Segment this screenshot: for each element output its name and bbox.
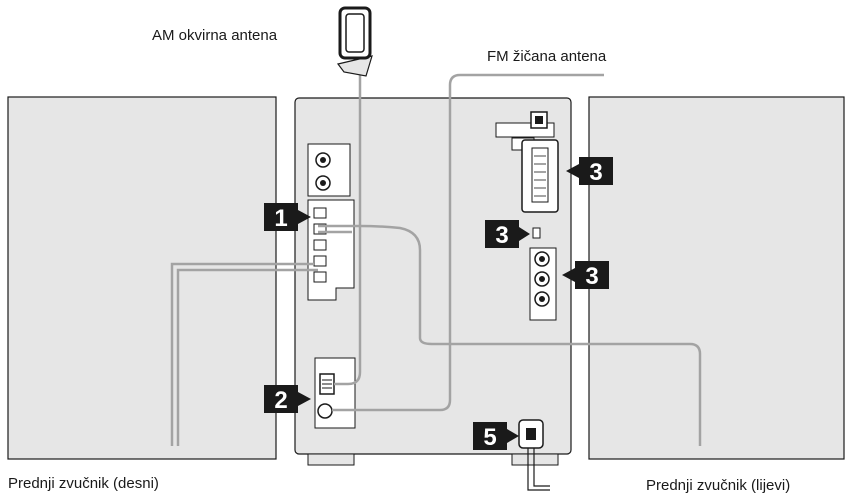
badge-1: 1 — [264, 203, 311, 232]
badge-3-av: 3 — [562, 261, 609, 290]
cable-fm-antenna — [332, 73, 604, 412]
am-loop-antenna-inner — [345, 13, 365, 53]
badge-2-text: 2 — [274, 387, 287, 414]
badge-3-scart-text: 3 — [589, 159, 602, 186]
terminal-3 — [313, 239, 327, 251]
terminal-2 — [313, 223, 327, 235]
label-speaker-left: Prednji zvučnik (lijevi) — [646, 477, 791, 494]
terminal-5 — [313, 271, 327, 283]
badge-3-av-text: 3 — [585, 263, 598, 290]
av-jack-1-core — [539, 256, 545, 262]
cable-speaker-right — [170, 262, 318, 446]
scart-pins — [531, 147, 549, 203]
speaker-left-box — [588, 96, 845, 460]
badge-1-text: 1 — [274, 205, 287, 232]
av-jack-3-core — [539, 296, 545, 302]
audio-jack-block — [307, 143, 351, 197]
audio-jack-lower-core — [320, 180, 326, 186]
cable-am-antenna — [334, 62, 362, 386]
badge-3-switch-text: 3 — [495, 222, 508, 249]
terminal-1 — [313, 207, 327, 219]
terminal-4 — [313, 255, 327, 267]
power-plug-core — [526, 428, 536, 440]
label-am-antenna: AM okvirna antena — [152, 27, 278, 44]
badge-5: 5 — [473, 422, 519, 451]
label-speaker-right: Prednji zvučnik (desni) — [8, 475, 159, 492]
badge-2: 2 — [264, 385, 311, 414]
unit-foot-left — [307, 453, 355, 466]
label-fm-antenna: FM žičana antena — [487, 48, 607, 65]
audio-jack-upper-core — [320, 157, 326, 163]
speaker-right-box — [7, 96, 277, 460]
badge-5-text: 5 — [483, 424, 496, 451]
optical-port-core — [535, 116, 543, 124]
badge-3-switch: 3 — [485, 220, 530, 249]
fm-socket — [317, 403, 333, 419]
av-jack-2-core — [539, 276, 545, 282]
power-cord — [527, 448, 550, 491]
unit-foot-right — [511, 453, 559, 466]
cable-speaker-left — [318, 224, 702, 446]
badge-3-scart: 3 — [566, 157, 613, 186]
selector-switch — [532, 227, 541, 239]
